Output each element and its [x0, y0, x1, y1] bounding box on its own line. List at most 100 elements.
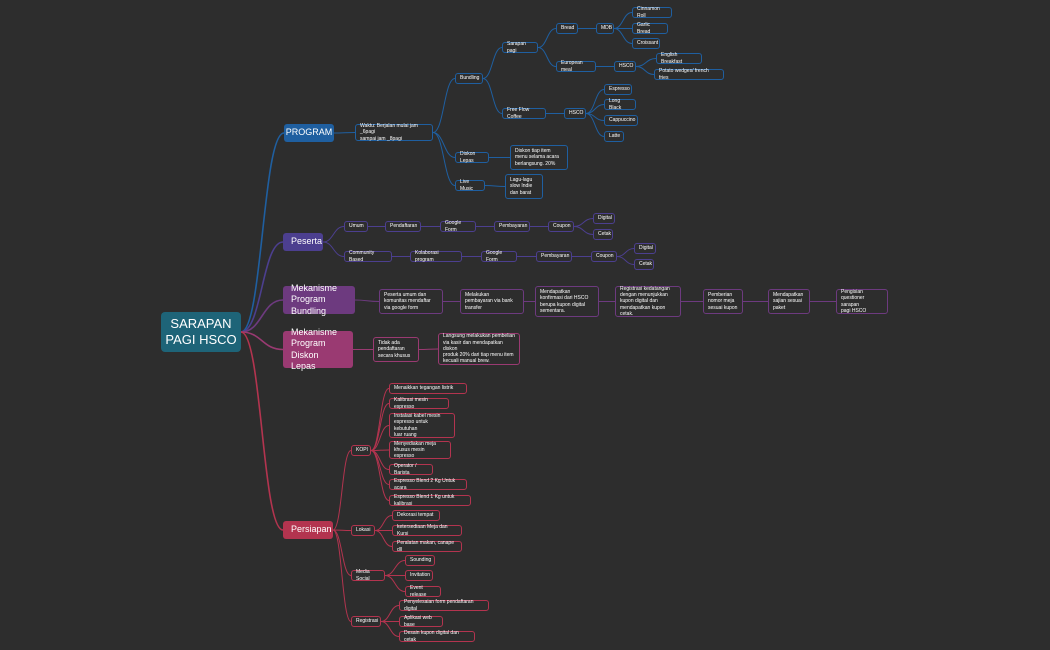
node-long-black[interactable]: Long Black — [604, 98, 636, 111]
node-english-breakfast[interactable]: English Breakfast — [656, 52, 702, 65]
node-cinnamon-roll[interactable]: Cinnamon Roll — [632, 6, 672, 19]
node-diskon-lepas[interactable]: Diskon Lepas — [455, 151, 489, 164]
connector — [585, 89, 605, 114]
branch-peserta[interactable]: Peserta — [283, 233, 323, 251]
bundling-step[interactable]: Pengisian questioner sarapan pagi HSCO — [836, 289, 888, 314]
branch-mekanisme-diskon[interactable]: Mekanisme Program Diskon Lepas — [283, 327, 353, 371]
diskon-step[interactable]: Langsung melakukan pembelian via kasir d… — [438, 333, 520, 365]
node-potato-wedges[interactable]: Potato wedges/ french fries — [654, 68, 724, 81]
bundling-step[interactable]: Peserta umum dan komunitas mendaftar via… — [379, 289, 443, 314]
bundling-step[interactable]: Registrasi kedatangan dengan menunjukkan… — [615, 286, 681, 317]
node-live-music[interactable]: Live Music — [455, 179, 485, 192]
connector — [482, 78, 503, 114]
connector — [616, 248, 635, 257]
connector — [240, 331, 284, 351]
connector — [322, 241, 345, 257]
persiapan-item[interactable]: Penyelesaian form pendaftaran digital — [399, 599, 489, 612]
persiapan-group-registrasi[interactable]: Registrasi — [351, 616, 381, 627]
connector — [482, 47, 503, 79]
node-community-pembayaran[interactable]: Pembayaran — [536, 251, 572, 262]
persiapan-item[interactable]: Menaikkan tegangan listrik — [389, 383, 467, 394]
connector — [613, 12, 633, 29]
connector — [354, 299, 380, 302]
node-umum-pembayaran[interactable]: Pembayaran — [494, 221, 530, 232]
connector — [240, 132, 285, 333]
connector — [370, 450, 390, 485]
branch-mekanisme-bundling[interactable]: Mekanisme Program Bundling — [283, 283, 355, 316]
connector — [613, 28, 633, 44]
node-community-cetak[interactable]: Cetak — [634, 259, 654, 270]
connector — [484, 185, 506, 187]
connector — [432, 132, 456, 158]
node-umum[interactable]: Umum — [344, 221, 368, 232]
node-community-based[interactable]: Community Based — [344, 250, 392, 263]
node-espresso[interactable]: Espresso — [604, 84, 632, 95]
node-cappuccino[interactable]: Cappuccino — [604, 115, 638, 126]
persiapan-item[interactable]: Invitation — [405, 570, 433, 581]
persiapan-item[interactable]: Instalasi kabel mesin espresso untuk keb… — [389, 413, 455, 438]
node-community-google-form[interactable]: Google Form — [481, 250, 517, 263]
node-croissant[interactable]: Croissant — [632, 38, 660, 49]
node-umum-pendaftaran[interactable]: Pendaftaran — [385, 221, 421, 232]
connector — [635, 66, 655, 75]
node-bread[interactable]: Bread — [556, 23, 578, 34]
node-european-meal[interactable]: European meal — [556, 60, 596, 73]
connector — [585, 113, 605, 137]
node-kolaborasi-program[interactable]: Kolaborasi program — [410, 250, 462, 263]
persiapan-item[interactable]: Menyediakan meja khusus mesin espresso — [389, 441, 451, 459]
connector — [332, 450, 352, 531]
node-umum-digital[interactable]: Digital — [593, 213, 615, 224]
bundling-step[interactable]: Melakukan pembayaran via bank transfer — [460, 289, 524, 314]
node-live-music-detail[interactable]: Lagu-lagu slow Indie dan barat — [505, 174, 543, 199]
diskon-step[interactable]: Tidak ada pendaftaran secara khusus — [373, 337, 419, 362]
connector — [380, 621, 400, 637]
central-topic[interactable]: SARAPAN PAGI HSCO — [161, 312, 241, 352]
node-diskon-detail[interactable]: Diskon tiap item menu selama acara berla… — [510, 145, 568, 170]
node-mdb[interactable]: MDB — [596, 23, 614, 34]
bundling-step[interactable]: Mendapatkan sajian sesuai paket — [768, 289, 810, 314]
connector — [384, 560, 406, 576]
bundling-step[interactable]: Pemberian nomor meja sesuai kupon — [703, 289, 743, 314]
persiapan-item[interactable]: Espresso Blend 1 Kg untuk kalibrasi — [389, 494, 471, 507]
connector — [418, 348, 439, 350]
connector — [384, 575, 406, 592]
node-community-digital[interactable]: Digital — [634, 243, 656, 254]
node-bundling[interactable]: Bundling — [455, 73, 483, 84]
persiapan-item[interactable]: Peralatan makan, canape dll — [392, 540, 462, 553]
node-hsco-meal[interactable]: HSCO — [614, 61, 636, 72]
node-umum-google-form[interactable]: Google Form — [440, 220, 476, 233]
connector — [240, 331, 284, 531]
node-umum-coupon[interactable]: Coupon — [548, 221, 574, 232]
connector — [332, 529, 352, 622]
branch-persiapan[interactable]: Persiapan — [283, 521, 333, 539]
persiapan-item[interactable]: Kalibrasi mesin espresso — [389, 397, 449, 410]
connector — [374, 530, 393, 547]
node-sarapan-pagi[interactable]: Sarapan pagi — [502, 41, 538, 54]
bundling-step[interactable]: Mendapatkan konfirmasi dari HSCO berupa … — [535, 286, 599, 317]
persiapan-item[interactable]: Espresso Blend 2 Kg Untuk acara — [389, 478, 467, 491]
persiapan-item[interactable]: Dekorasi tempat — [392, 510, 440, 521]
persiapan-item[interactable]: Event release — [405, 585, 441, 598]
node-community-coupon[interactable]: Coupon — [591, 251, 617, 262]
node-umum-cetak[interactable]: Cetak — [593, 229, 613, 240]
node-free-flow-coffee[interactable]: Free Flow Coffee — [502, 107, 546, 120]
connector — [370, 403, 390, 451]
persiapan-item[interactable]: Desain kupon digital dan cetak — [399, 630, 475, 643]
branch-program[interactable]: PROGRAM — [284, 124, 334, 142]
persiapan-group-lokasi[interactable]: Lokasi — [351, 525, 375, 536]
persiapan-item[interactable]: Operator / Barista — [389, 463, 433, 476]
persiapan-item[interactable]: ketersediaan Meja dan Kursi — [392, 524, 462, 537]
node-garlic-bread[interactable]: Garlic Bread — [632, 22, 668, 35]
persiapan-group-kopi[interactable]: KOPI — [351, 445, 371, 456]
node-waktu[interactable]: Waktu: Berjalan mulai jam _6pagi sampai … — [355, 123, 433, 142]
persiapan-item[interactable]: Aplikasi web base — [399, 615, 443, 628]
connector — [616, 256, 635, 265]
persiapan-group-media-social[interactable]: Media Social — [351, 569, 385, 582]
node-hsco-coffee[interactable]: HSCO — [564, 108, 586, 119]
node-latte[interactable]: Latte — [604, 131, 624, 142]
persiapan-item[interactable]: Sounding — [405, 555, 435, 566]
connector — [370, 425, 390, 451]
connector — [240, 299, 284, 333]
connector — [432, 132, 456, 186]
connector — [333, 132, 356, 134]
